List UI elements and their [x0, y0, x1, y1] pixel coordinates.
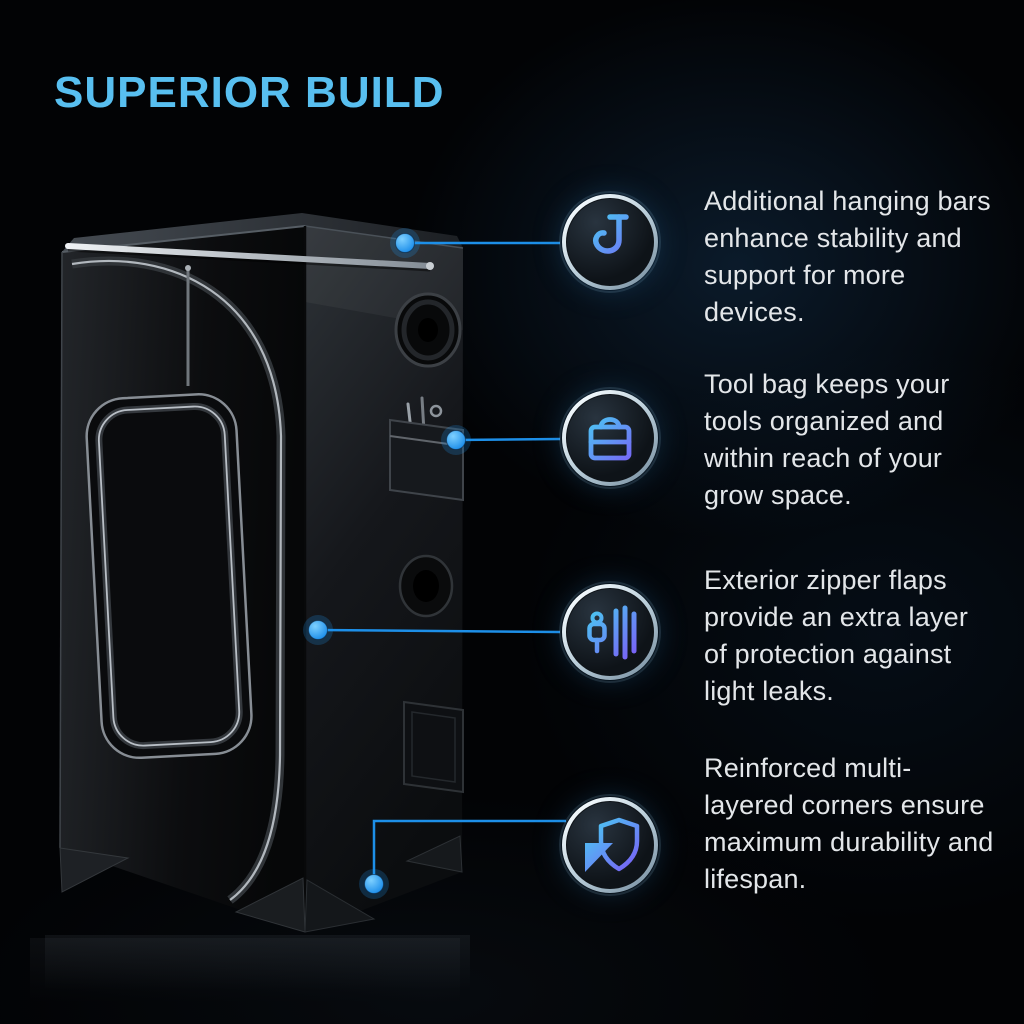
tool-bag-icon	[558, 386, 662, 490]
hook-glyph	[593, 214, 629, 254]
floor-reflection	[30, 938, 460, 1018]
shield-corner-icon	[558, 793, 662, 897]
duct-port-lower	[398, 554, 454, 618]
feature-text-tool-bag: Tool bag keeps your tools organized and …	[704, 369, 950, 510]
front-door-zipper-curve	[71, 256, 286, 904]
feature-text-corners: Reinforced multi-layered corners ensure …	[704, 753, 994, 894]
zipper-glyph	[587, 605, 637, 660]
hanging-hook-icon	[558, 190, 662, 294]
grow-tent-illustration	[45, 213, 470, 990]
side-vent-flap	[403, 700, 464, 794]
feature-text-hanging-bars: Additional hanging bars enhance stabilit…	[704, 186, 991, 327]
tent-door	[85, 393, 253, 760]
hanging-bar	[65, 243, 434, 386]
feature-text-zipper-flaps: Exterior zipper flaps provide an extra l…	[704, 565, 969, 706]
zipper-icon	[558, 580, 662, 684]
duct-port-upper	[394, 292, 462, 368]
tool-bag-glyph	[588, 417, 632, 461]
page-title: SUPERIOR BUILD	[54, 68, 445, 117]
tent-top-face	[62, 213, 463, 252]
tool-bag-pouch	[389, 396, 464, 502]
shield-glyph	[585, 817, 640, 872]
callout-line-tool-bag	[455, 437, 561, 442]
